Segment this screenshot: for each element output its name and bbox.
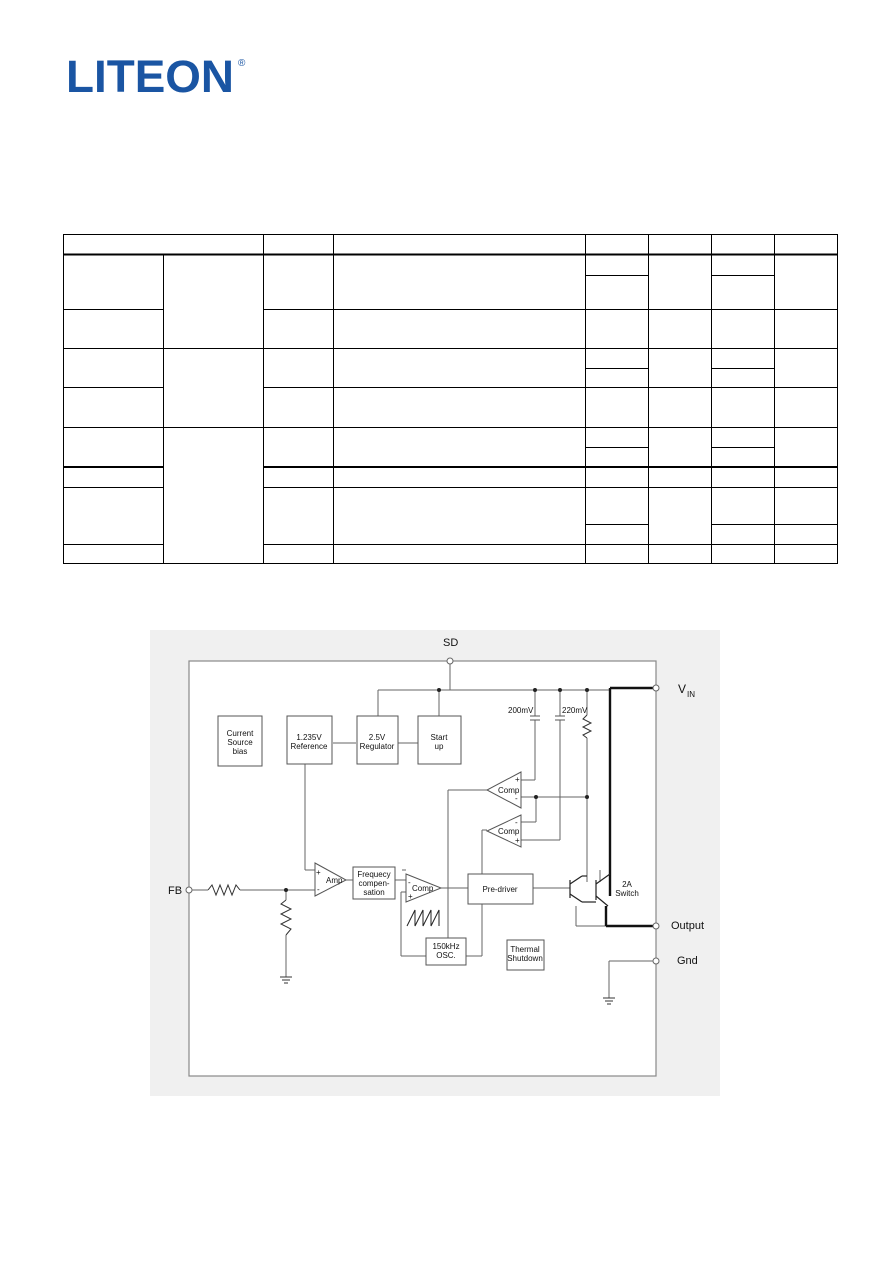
ground-symbols [280,976,615,1005]
sawtooth-icon [406,909,440,927]
regulator-line1: 2.5V [369,733,386,742]
upper-comp-minus-sign: - [515,794,518,803]
freq-comp-line2: compen- [358,879,389,888]
error-amp-label: Amp [326,876,343,885]
pin-sd-label: SD [443,637,458,649]
amp-plus-sign: + [316,868,321,877]
freq-comp-line1: Frequecy [357,870,390,879]
pin-terminals [185,657,660,965]
pin-fb-label: FB [168,885,182,897]
thermal-line2: Shutdown [507,954,543,963]
current-source-line3: bias [233,747,248,756]
thermal-line1: Thermal [510,945,540,954]
switch-line2: Switch [615,889,639,898]
oscillator-line1: 150kHz [432,942,459,951]
pwm-comp-minus-sign: - [408,878,411,887]
lower-comp-label: Comp [498,827,520,836]
table-row-lines [63,275,838,545]
upper-comp-plus-sign: + [515,775,520,784]
table-header-dividers [263,234,775,254]
predriver-label: Pre-driver [482,885,517,894]
table-frame [63,234,838,564]
logo-text: LITEON [66,54,234,96]
regulator-line2: Regulator [360,742,395,751]
amplifiers [314,771,522,903]
spec-table [63,234,838,564]
power-path [604,686,655,928]
lower-comp-plus-sign: + [515,836,520,845]
table-body-dividers [163,254,775,564]
liteon-logo: LITEON ® [66,54,246,96]
pwm-comp-label: Comp [412,884,434,893]
amp-minus-sign: - [317,885,320,894]
freq-comp-line3: sation [363,888,384,897]
switch-line1: 2A [622,880,632,889]
blocks [217,715,545,971]
ref-220mv-label: 220mV [562,706,588,715]
reference-line1: 1.235V [296,733,322,742]
junction-dots [284,688,589,892]
resistors [207,714,593,936]
pin-vin-label: V [678,682,686,696]
lower-comp-minus-sign: - [515,818,518,827]
block-diagram: SD V IN FB Output Gnd Current Source bia… [150,630,720,1096]
switch-transistors [569,873,611,907]
current-source-line2: Source [227,738,253,747]
pin-output-label: Output [671,920,704,932]
pin-vin-subscript: IN [687,690,695,699]
reference-line2: Reference [291,742,328,751]
current-source-line1: Current [227,729,254,738]
oscillator-line2: OSC. [436,951,456,960]
startup-line2: up [435,742,444,751]
startup-line1: Start [431,733,449,742]
pwm-comp-plus-sign: + [408,892,413,901]
ref-200mv-label: 200mV [508,706,534,715]
upper-comp-label: Comp [498,786,520,795]
pin-gnd-label: Gnd [677,955,698,967]
registered-mark: ® [238,58,246,69]
ref-voltage-symbols [530,715,565,721]
